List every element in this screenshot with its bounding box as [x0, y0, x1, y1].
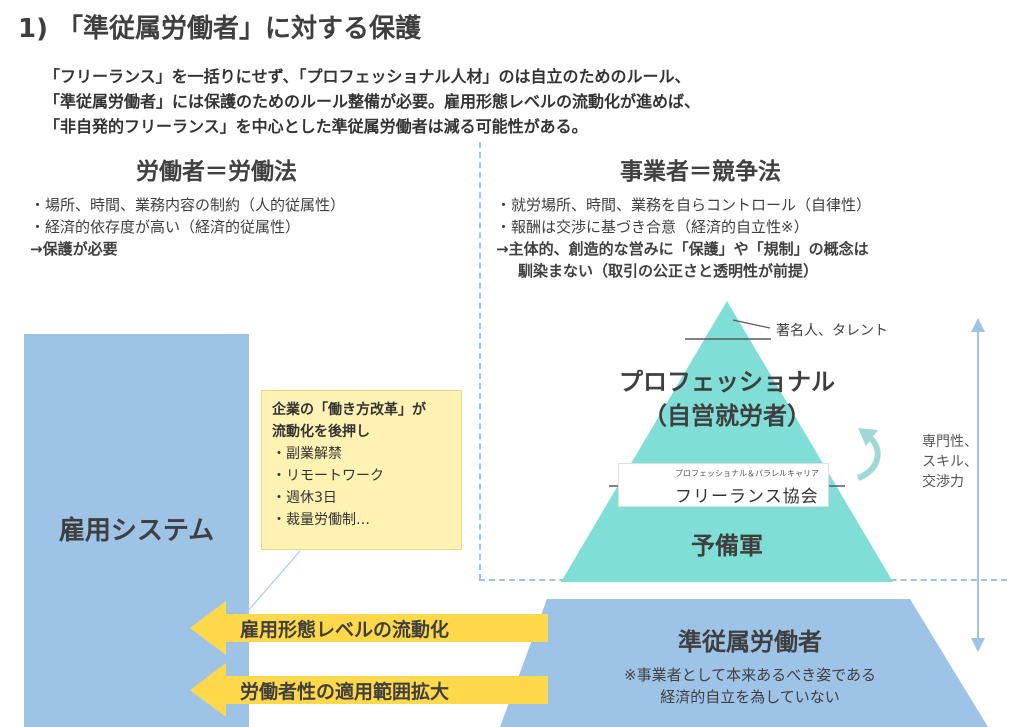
business-conclusion-1: →主体的、創造的な営みに「保護」や「規制」の概念は: [496, 240, 869, 258]
top-label-leader: [732, 319, 771, 329]
intro-line: 「準従属労働者」には保護のためのルール整備が必要。雇用形態レベルの流動化が進めば…: [44, 92, 701, 111]
curve-arrow-head: [858, 428, 878, 446]
note-item: ・裁量労働制…: [272, 512, 370, 528]
business-bullet: ・報酬は交渉に基づき合意（経済的自立性※）: [496, 218, 809, 236]
business-conclusion-2: 馴染まない（取引の公正さと透明性が前提）: [518, 262, 819, 280]
business-heading: 事業者＝競争法: [620, 159, 781, 185]
note-item: ・リモートワーク: [272, 468, 384, 484]
worker-heading: 労働者＝労働法: [136, 159, 297, 185]
worker-bullet: ・場所、時間、業務内容の制約（人的従属性）: [30, 196, 346, 214]
page-title: 1) 「準従属労働者」に対する保護: [18, 14, 422, 44]
note-title-2: 流動化を後押し: [272, 424, 370, 440]
note-item: ・副業解禁: [272, 446, 342, 462]
scope-arrow-shape: [190, 663, 548, 717]
intro-line: 「非自発的フリーランス」を中心とした準従属労働者は減る可能性がある。: [44, 117, 588, 136]
note-connector: [239, 550, 301, 621]
divider-vertical: [479, 142, 481, 580]
worker-conclusion: →保護が必要: [30, 240, 118, 258]
intro-text: 「フリーランス」を一括りにせず、「プロフェッショナル人材」のは自立のためのルール…: [44, 64, 700, 139]
professional-label: プロフェッショナル: [619, 368, 835, 396]
note-item: ・週休3日: [272, 490, 337, 506]
note-title-1: 企業の「働き方改革」が: [272, 402, 426, 418]
self-employed-label: （自営就労者）: [643, 402, 811, 430]
semi-dependent-band: [500, 599, 988, 727]
freelance-association-logo: プロフェッショナル＆パラレルキャリア フリーランス協会: [618, 463, 829, 507]
professional-pyramid: [561, 301, 893, 582]
worker-bullets: ・場所、時間、業務内容の制約（人的従属性） ・経済的依存度が高い（経済的従属性）…: [30, 194, 345, 260]
business-bullets: ・就労場所、時間、業務を自らコントロール（自律性） ・報酬は交渉に基づき合意（経…: [496, 194, 871, 282]
celebrity-label: 著名人、タレント: [776, 323, 888, 339]
employment-system-label: 雇用システム: [58, 516, 215, 546]
fluidity-arrow-shape: [190, 601, 548, 655]
scope-arrow-label: 労働者性の適用範囲拡大: [240, 681, 450, 703]
semi-note-line: 経済的自立を為していない: [660, 688, 840, 706]
axis-line: 交渉力: [922, 474, 964, 490]
worker-bullet: ・経済的依存度が高い（経済的従属性）: [30, 218, 301, 236]
reserve-label: 予備軍: [691, 532, 763, 560]
logo-subtitle: プロフェッショナル＆パラレルキャリア: [675, 469, 819, 478]
axis-line: 専門性、: [922, 434, 978, 450]
axis-line: スキル、: [922, 454, 978, 470]
business-bullet: ・就労場所、時間、業務を自らコントロール（自律性）: [496, 196, 872, 214]
employment-system-block: [24, 334, 249, 727]
upward-curve-arrow: [856, 433, 881, 481]
intro-line: 「フリーランス」を一括りにせず、「プロフェッショナル人材」のは自立のためのルール…: [44, 67, 691, 86]
semi-note-line: ※事業者として本来あるべき姿である: [624, 666, 876, 684]
skill-axis-label: 専門性、 スキル、 交渉力: [922, 432, 978, 492]
reform-note: 企業の「働き方改革」が 流動化を後押し ・副業解禁 ・リモートワーク ・週休3日…: [261, 390, 462, 550]
semi-dependent-label: 準従属労働者: [678, 628, 822, 656]
skill-axis-head-bottom: [971, 638, 985, 652]
fluidity-arrow-label: 雇用形態レベルの流動化: [240, 619, 450, 641]
logo-name: フリーランス協会: [675, 487, 819, 507]
skill-axis-head-top: [971, 318, 985, 332]
semi-dependent-note: ※事業者として本来あるべき姿である 経済的自立を為していない: [540, 664, 960, 708]
